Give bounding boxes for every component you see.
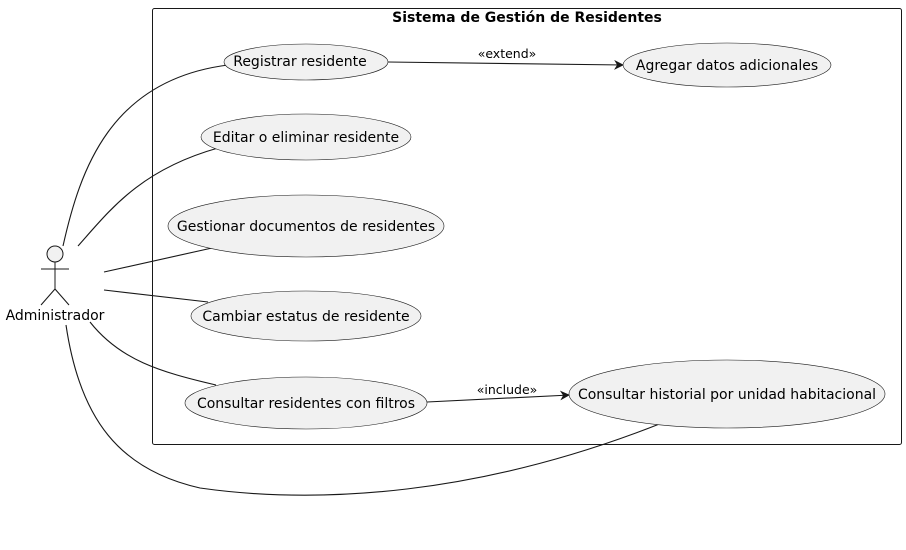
actor-name: Administrador [6, 308, 105, 324]
actor-administrador[interactable]: Administrador [6, 245, 105, 324]
use-case-registrar[interactable]: Registrar residente [223, 43, 389, 81]
extend-label: «extend» [478, 46, 537, 61]
use-case-label: Consultar historial por unidad habitacio… [578, 387, 876, 403]
use-case-documentos[interactable]: Gestionar documentos de residentes [167, 194, 445, 258]
use-case-adicionales[interactable]: Agregar datos adicionales [622, 42, 832, 88]
dependency-relations: «extend» «include» [387, 46, 625, 403]
use-case-label: Agregar datos adicionales [636, 58, 818, 74]
association-historial [65, 324, 663, 496]
use-case-label: Registrar residente [233, 54, 367, 70]
use-case-estatus[interactable]: Cambiar estatus de residente [190, 290, 422, 342]
extend-arrow [387, 59, 625, 70]
use-case-label: Consultar residentes con filtros [197, 396, 415, 412]
association-registrar [62, 64, 229, 247]
use-case-consultar[interactable]: Consultar residentes con filtros [184, 376, 428, 430]
system-title: Sistema de Gestión de Residentes [392, 10, 662, 26]
association-editar [77, 147, 219, 247]
use-case-historial[interactable]: Consultar historial por unidad habitacio… [568, 359, 886, 429]
actor-associations [62, 64, 663, 496]
actor-stick-figure-icon [40, 245, 70, 306]
use-case-label: Editar o eliminar residente [213, 130, 399, 146]
use-case-label: Cambiar estatus de residente [202, 309, 409, 325]
association-consultar [89, 321, 217, 386]
association-estatus [103, 289, 209, 303]
system-boundary: Sistema de Gestión de Residentes [152, 8, 902, 445]
include-arrow [426, 390, 571, 403]
include-label: «include» [477, 382, 538, 397]
association-documentos [103, 247, 213, 273]
use-case-label: Gestionar documentos de residentes [177, 219, 435, 235]
use-case-editar[interactable]: Editar o eliminar residente [200, 113, 412, 161]
